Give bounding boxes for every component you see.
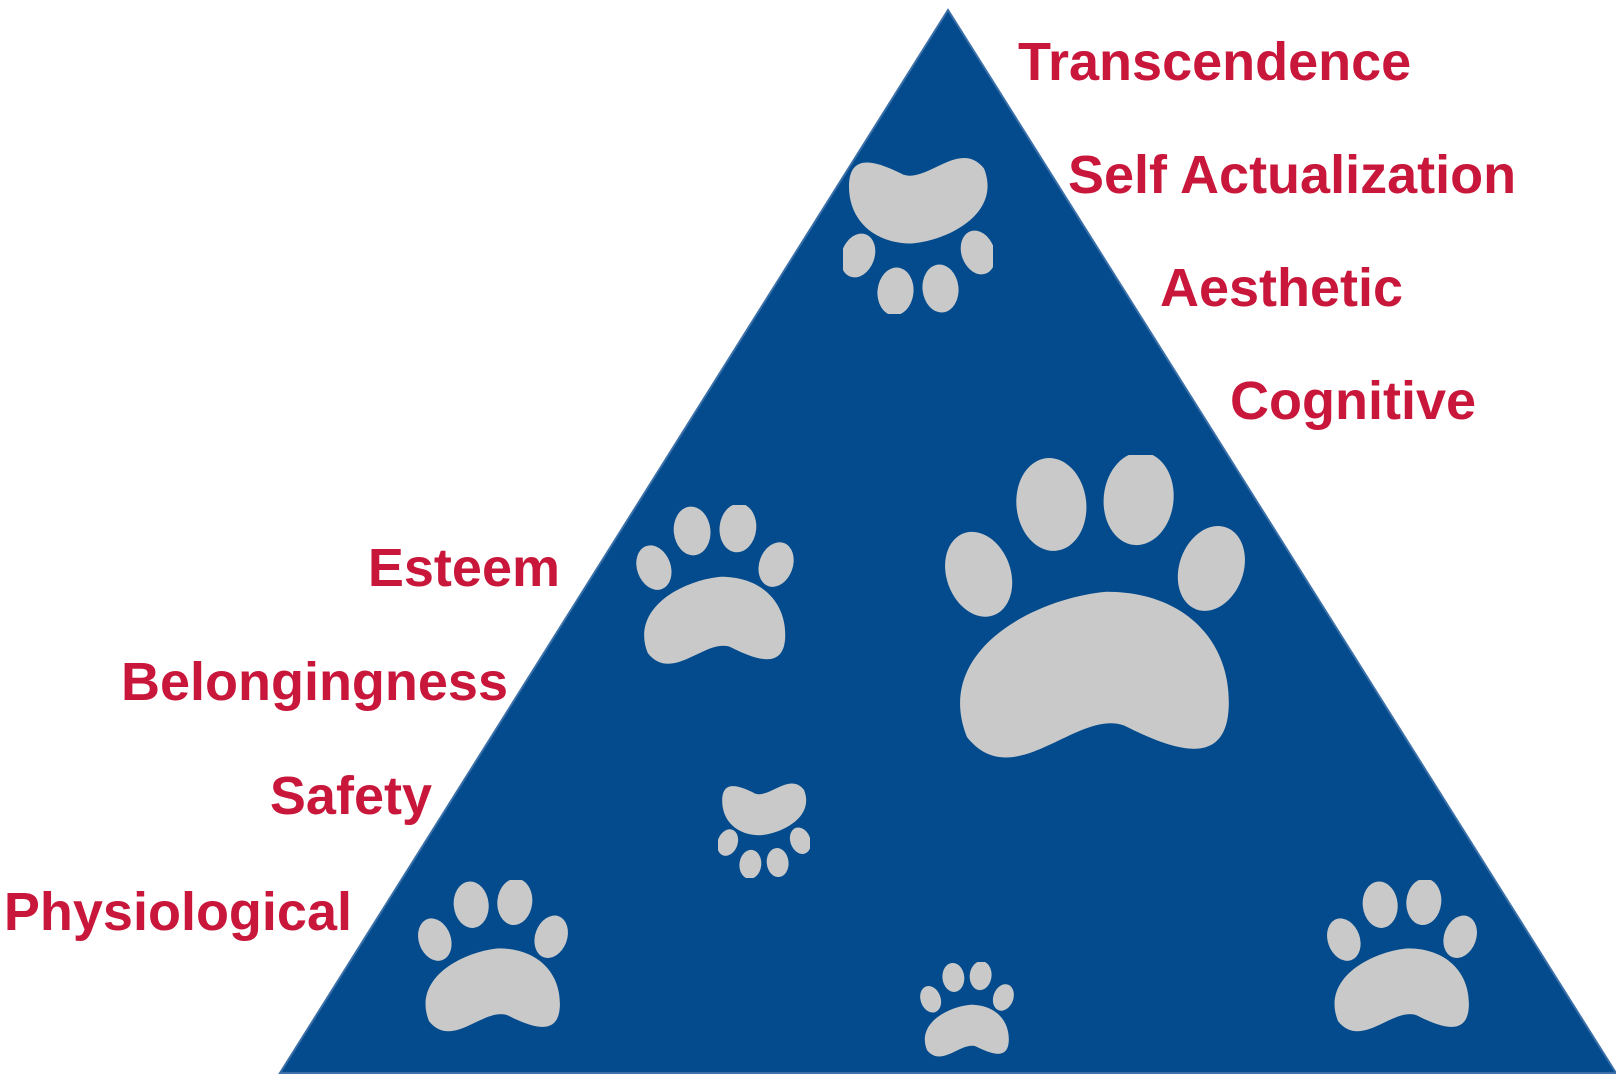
- level-label-safety: Safety: [270, 766, 432, 826]
- level-label-transcendence: Transcendence: [1018, 32, 1411, 92]
- level-label-aesthetic: Aesthetic: [1160, 258, 1403, 318]
- level-label-esteem: Esteem: [368, 538, 560, 598]
- level-label-belongingness: Belongingness: [121, 652, 508, 712]
- level-labels: Transcendence Self Actualization Aesthet…: [4, 32, 1516, 942]
- level-label-self-actualization: Self Actualization: [1068, 145, 1516, 205]
- pyramid: [278, 8, 1616, 1074]
- level-label-cognitive: Cognitive: [1230, 371, 1476, 431]
- level-label-physiological: Physiological: [4, 882, 352, 942]
